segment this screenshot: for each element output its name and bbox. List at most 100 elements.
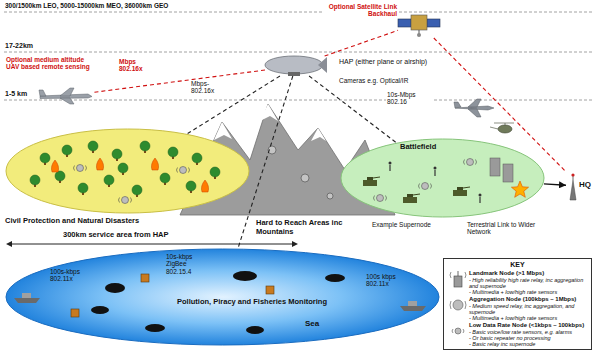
link-label: Terrestrial Link to Wider Network — [466, 221, 560, 236]
radio-wave-icon — [119, 198, 132, 203]
tree-crown — [192, 153, 202, 163]
tank-turret — [367, 177, 373, 180]
service-area-arrow — [6, 241, 298, 247]
link-label: Mbps-802.16x — [190, 80, 230, 95]
explosion-icon — [511, 181, 528, 197]
satellite-node: Optional Satellite Link Backhaul — [398, 8, 440, 38]
sensor-node-icon — [422, 183, 429, 190]
tank-turret — [457, 187, 463, 190]
buoy-node-icon — [266, 286, 274, 294]
sensor-node-icon — [467, 159, 474, 166]
legend-heading: Landmark Node (>1 Mbps) — [469, 270, 588, 277]
service-area-arrow — [10, 244, 294, 245]
airship-icon — [318, 57, 327, 73]
annotation-label: 100s-kbps 802.11x — [50, 268, 84, 283]
tree-crown — [186, 181, 196, 191]
sensor-node-icon — [377, 195, 384, 202]
fire-icon — [96, 158, 103, 170]
landmark-node-icon — [454, 276, 462, 287]
sensor-node-icon — [453, 300, 463, 310]
legend-text-column: Landmark Node (>1 Mbps)- High reliabilit… — [469, 270, 588, 295]
annotation-label: 100s kbps 802.11x — [366, 273, 403, 288]
tree-crown — [160, 173, 170, 183]
helicopter-icon — [498, 125, 512, 133]
oil-slick — [91, 306, 109, 314]
soldier-head — [479, 194, 482, 197]
ship-deck — [408, 301, 417, 306]
legend-header: KEY — [447, 261, 588, 269]
node-label: Pollution, Piracy and Fisheries Monitori… — [177, 298, 377, 307]
buoy-node-icon — [71, 309, 79, 317]
mountain-range — [311, 128, 326, 141]
annotation-label: Hard to Reach Areas inc Mountains — [256, 219, 356, 236]
annotation-label: 1-5 km — [4, 90, 28, 98]
jet-icon — [454, 102, 461, 108]
legend-bullet: - Medium speed relay, inc aggregation, a… — [469, 303, 588, 315]
radio-wave-icon — [450, 272, 466, 278]
tree-crown — [210, 167, 220, 177]
tree-crown — [168, 147, 178, 157]
tank-icon — [403, 197, 417, 203]
hq-node: HQ — [566, 170, 594, 202]
link-label: Mbps 802.16x — [118, 58, 160, 73]
hq-tower — [570, 180, 576, 200]
ship-hull — [14, 298, 40, 303]
legend-bullet: - Basic relay inc supernode — [469, 341, 588, 347]
satellite-icon — [398, 19, 411, 27]
soldier-body — [434, 170, 435, 176]
buoy-node-icon — [141, 274, 149, 282]
hap-node: HAP (either plane or airship)Cameras e.g… — [265, 56, 327, 76]
node-label: Battlefield — [400, 143, 470, 152]
fire-icon — [201, 180, 208, 192]
uav-icon — [39, 90, 46, 96]
region-ellipse — [341, 139, 544, 217]
helicopter-icon — [490, 127, 498, 129]
legend-row: Aggregation Node (100kbps – 1Mbps)- Medi… — [447, 296, 588, 321]
satellite-icon — [411, 15, 427, 30]
legend-bullet: - Multimedia + low/high rate sensors — [469, 289, 588, 295]
uav-node: Optional medium altitude UAV based remot… — [38, 88, 93, 104]
mountain-range — [260, 104, 278, 121]
mountain-sensor-icon — [301, 174, 309, 182]
tank-barrel — [373, 177, 380, 178]
uav-icon — [60, 98, 74, 104]
radio-link — [309, 76, 396, 142]
legend-heading: Low Data Rate Node (<1kbps – 100kbps) — [469, 322, 588, 329]
annotation-label: 300/1500km LEO, 5000-15000km MEO, 36000k… — [4, 2, 169, 9]
region-illustration — [363, 158, 529, 203]
soldier-head — [389, 162, 392, 165]
region-outline — [340, 138, 545, 218]
node-label: Civil Protection and Natural Disasters — [5, 217, 205, 226]
altitude-line — [4, 12, 592, 100]
annotation-label: 300km service area from HAP — [62, 231, 169, 240]
service-area-arrow — [292, 241, 298, 247]
antenna-icon — [458, 271, 459, 276]
sensor-node-icon — [180, 167, 187, 174]
helicopter-icon — [494, 123, 514, 124]
legend-heading: Aggregation Node (100kbps – 1Mbps) — [469, 296, 588, 303]
battlefield-area: Battlefield — [340, 138, 545, 218]
oil-slick — [325, 274, 345, 282]
tree-crown — [88, 141, 98, 151]
soldier-head — [434, 167, 437, 170]
node-label: Optional medium altitude UAV based remot… — [5, 56, 91, 71]
legend-icon — [447, 296, 469, 314]
altitude-line — [4, 100, 592, 101]
oil-slick — [145, 324, 165, 332]
tank-icon — [363, 180, 377, 186]
altitude-line — [4, 12, 592, 13]
tree-crown — [104, 175, 114, 185]
airship-icon — [265, 56, 327, 76]
annotation-label: Example Supernode — [372, 221, 436, 228]
region-ellipse — [6, 249, 439, 345]
radio-link — [544, 184, 566, 185]
satellite-icon — [427, 19, 440, 27]
link-label: 10s-Mbps 802.16 — [386, 91, 434, 106]
region-illustration — [30, 141, 220, 204]
radio-wave-icon — [452, 329, 464, 333]
node-label: Sea — [305, 319, 335, 328]
legend-row: Landmark Node (>1 Mbps)- High reliabilit… — [447, 270, 588, 295]
ship-hull — [400, 306, 426, 311]
region-outline — [5, 128, 250, 214]
region-ellipse — [6, 129, 249, 213]
